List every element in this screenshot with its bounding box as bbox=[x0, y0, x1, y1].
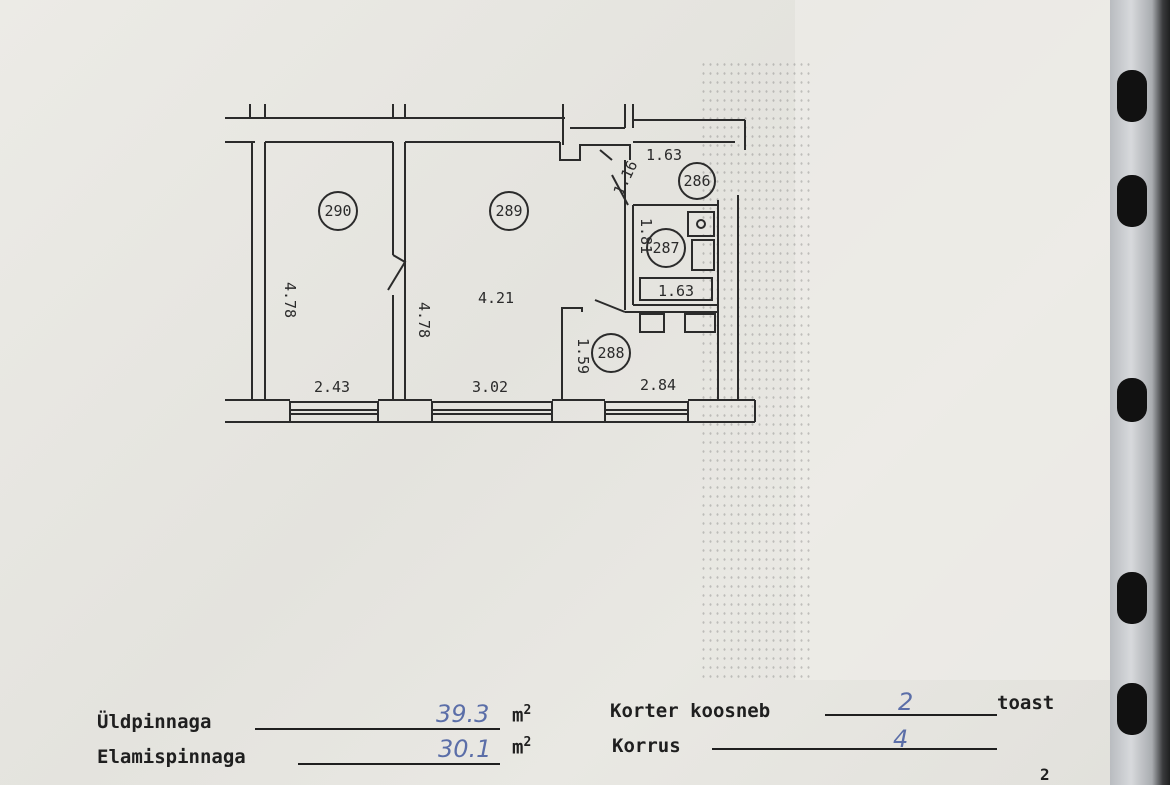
room-number-287: 287 bbox=[652, 239, 679, 257]
window bbox=[604, 401, 689, 423]
binder-hole bbox=[1117, 378, 1147, 422]
rooms-suffix: toast bbox=[997, 692, 1055, 714]
room-number-290: 290 bbox=[324, 202, 351, 220]
dim-room289-depth: 4.21 bbox=[478, 289, 514, 307]
floor-line bbox=[712, 748, 997, 750]
kitchen-sink bbox=[639, 313, 665, 333]
entry-wall bbox=[559, 142, 631, 161]
dim-room290-height: 4.78 bbox=[281, 282, 299, 318]
room-circle bbox=[678, 162, 716, 200]
binder-hole bbox=[1117, 175, 1147, 227]
dim-room289-width: 3.02 bbox=[472, 378, 508, 396]
binder-hole bbox=[1117, 572, 1147, 624]
dim-kitchen-width: 2.84 bbox=[640, 376, 676, 394]
room-circle bbox=[646, 228, 686, 268]
rooms-line bbox=[825, 714, 997, 716]
total-area-line bbox=[255, 728, 500, 730]
living-area-line bbox=[298, 763, 500, 765]
door-swing bbox=[599, 149, 613, 161]
rooms-value: 2 bbox=[898, 688, 914, 716]
kitchen-wall bbox=[561, 307, 583, 400]
paper-overlap bbox=[795, 0, 1110, 680]
door-swing bbox=[594, 299, 626, 313]
sink-drain bbox=[696, 219, 706, 229]
dim-bath-width: 1.63 bbox=[658, 282, 694, 300]
room-number-288: 288 bbox=[597, 344, 624, 362]
total-area-value: 39.3 bbox=[436, 700, 490, 728]
door-swing bbox=[611, 174, 629, 206]
room-number-286: 286 bbox=[683, 172, 710, 190]
floor-value: 4 bbox=[893, 725, 909, 753]
dim-bath-height: 1.81 bbox=[637, 218, 655, 254]
dim-kitchen-height: 1.59 bbox=[574, 338, 592, 374]
window bbox=[289, 401, 379, 423]
bathtub bbox=[639, 277, 713, 301]
living-area-label: Elamispinnaga bbox=[97, 746, 246, 768]
room-circle bbox=[591, 333, 631, 373]
rooms-label: Korter koosneb bbox=[610, 700, 771, 722]
total-area-label: Üldpinnaga bbox=[97, 711, 212, 733]
sink bbox=[687, 211, 715, 237]
dim-hall-width: 1.63 bbox=[646, 146, 682, 164]
room-number-289: 289 bbox=[495, 202, 522, 220]
corner-mark: 2 bbox=[1040, 765, 1050, 784]
binder-hole bbox=[1117, 70, 1147, 122]
living-area-unit: m2 bbox=[512, 735, 532, 759]
living-area-value: 30.1 bbox=[438, 735, 492, 763]
total-area-unit: m2 bbox=[512, 703, 532, 727]
stove bbox=[684, 313, 716, 333]
floor-label: Korrus bbox=[612, 735, 681, 757]
binder-hole bbox=[1117, 683, 1147, 735]
window bbox=[431, 401, 553, 423]
toilet bbox=[691, 239, 715, 271]
door-swing bbox=[387, 254, 407, 291]
room-circle bbox=[318, 191, 358, 231]
dim-room289-height: 4.78 bbox=[415, 302, 433, 338]
dim-room290-width: 2.43 bbox=[314, 378, 350, 396]
room-circle bbox=[489, 191, 529, 231]
